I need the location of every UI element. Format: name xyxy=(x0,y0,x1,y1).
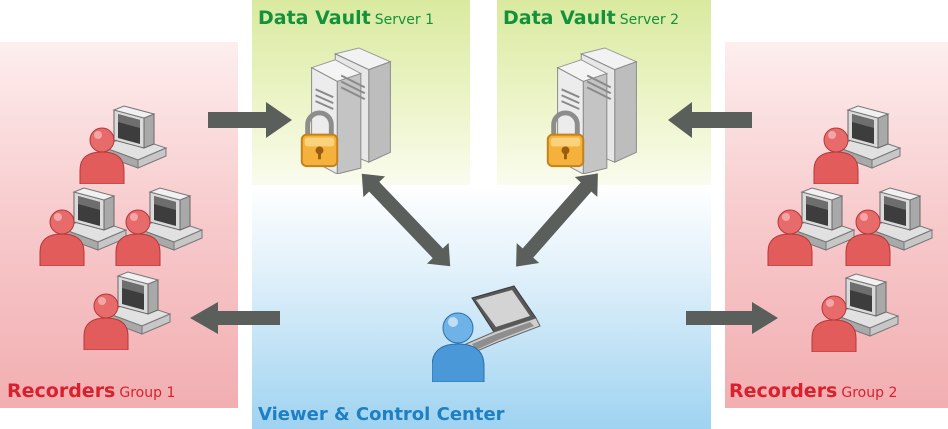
arrow-group1-to-server1 xyxy=(208,102,292,138)
recorder-icon-g1-bottom xyxy=(83,271,171,350)
group1-title: Recorders xyxy=(7,380,116,402)
viewer-control-center-label: Viewer & Control Center xyxy=(258,406,505,424)
arrow-server2-viewer-bidirectional xyxy=(516,173,598,267)
server-2-padlock-icon xyxy=(548,48,637,174)
arrow-viewer-to-group2 xyxy=(686,302,778,334)
arrow-group2-to-server2 xyxy=(668,102,752,138)
viewer-title: Viewer & Control Center xyxy=(258,404,505,425)
recorder-icon-g2-bottom xyxy=(811,273,899,352)
recorder-icon-g1-middle-left xyxy=(39,187,127,266)
group2-title: Recorders xyxy=(729,380,838,402)
vault1-title: Data Vault xyxy=(258,7,371,29)
group2-subtitle: Group 2 xyxy=(841,385,898,401)
viewer-laptop-user-icon xyxy=(432,285,541,382)
group1-subtitle: Group 1 xyxy=(119,385,176,401)
recorder-icon-g1-top xyxy=(79,105,167,184)
arrow-server1-viewer-bidirectional xyxy=(361,173,451,267)
recorder-icon-g2-middle-left xyxy=(767,187,855,266)
vault2-subtitle: Server 2 xyxy=(619,12,680,28)
recorder-icon-g2-top xyxy=(813,105,901,184)
server-1-padlock-icon xyxy=(302,48,391,174)
arrows xyxy=(190,102,778,334)
recorder-icon-g1-middle-right xyxy=(115,187,203,266)
arrow-viewer-to-group1 xyxy=(190,302,280,334)
vault2-title: Data Vault xyxy=(503,7,616,29)
recorder-icon-g2-middle-right xyxy=(845,187,933,266)
vault1-subtitle: Server 1 xyxy=(374,12,435,28)
